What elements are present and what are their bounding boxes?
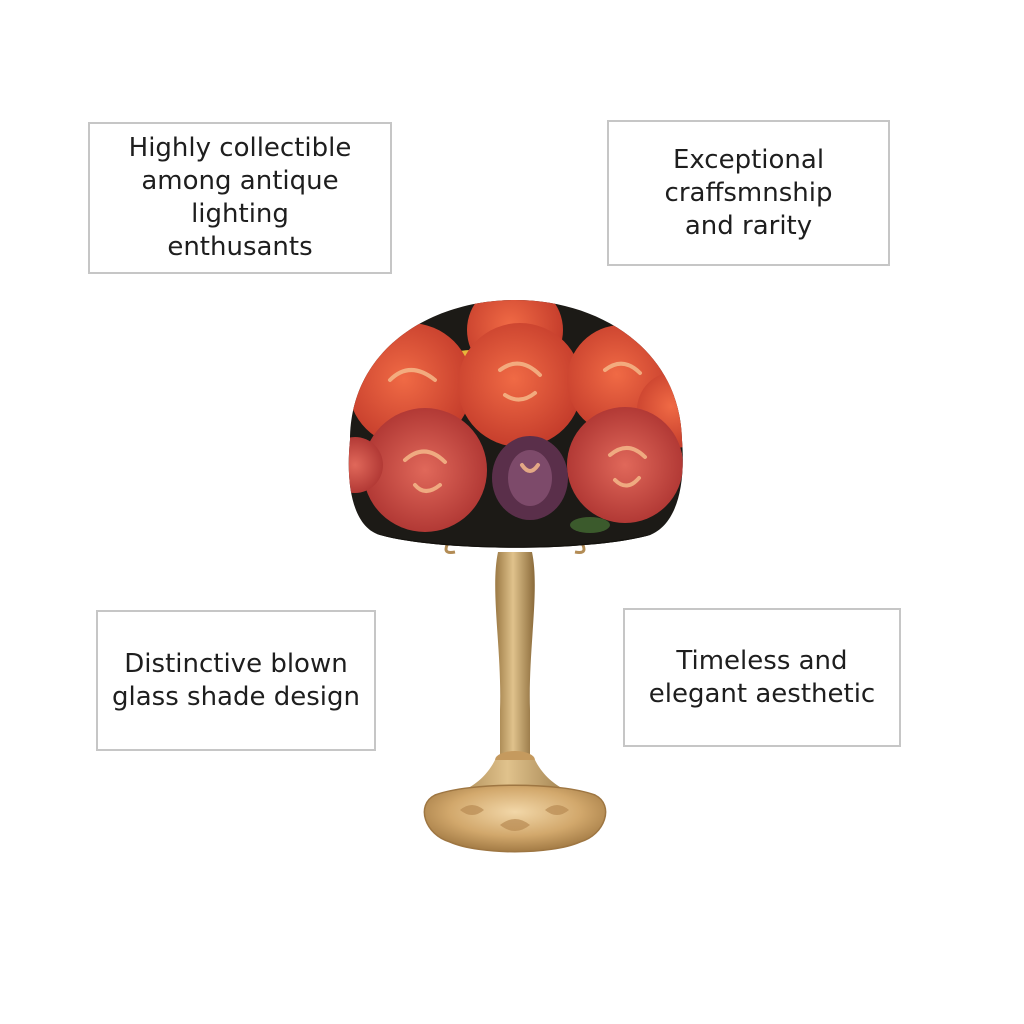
lamp-illustration: [348, 300, 683, 853]
callout-shade-design: Distinctive blown glass shade design: [96, 610, 376, 751]
callout-collectible: Highly collectible among antique lightin…: [88, 122, 392, 274]
lamp-stem: [440, 552, 590, 802]
lamp-shade: [348, 300, 683, 548]
callout-craftsmanship: Exceptional craffsmnship and rarity: [607, 120, 890, 266]
lamp-base: [423, 784, 607, 853]
callout-aesthetic: Timeless and elegant aesthetic: [623, 608, 901, 747]
